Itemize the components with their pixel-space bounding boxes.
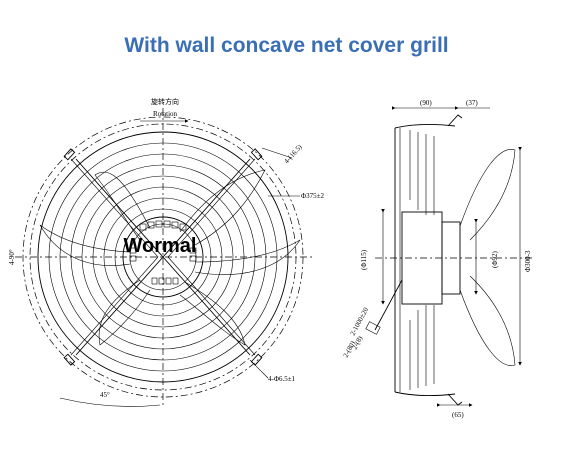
dim-cable-length: 2-1000±20 [349, 306, 371, 337]
blade-top [459, 149, 516, 241]
dim-300: Φ300-3 [524, 250, 532, 272]
slot-dimension: 4-(16.5) [283, 143, 305, 166]
angle-dimension: 4-90° [8, 249, 16, 265]
rotation-label-en: Rotation [153, 110, 178, 118]
fan-blades [39, 169, 301, 346]
dim-65: (65) [452, 411, 464, 419]
side-view: (90) (37) (Φ115) (Φ92) Φ300-3 2-1000±20 … [342, 99, 535, 419]
rotation-label-cn: 旋转方向 [151, 97, 179, 106]
dim-115: (Φ115) [360, 249, 368, 270]
diameter-dimension: Φ375±2 [301, 192, 324, 200]
blade-bottom [459, 275, 516, 366]
side-grill [394, 114, 463, 406]
dim-92: (Φ92) [491, 251, 499, 268]
cable [374, 279, 403, 331]
page-title: With wall concave net cover grill [124, 34, 449, 57]
holes-dimension: 4-Φ6.5±1 [268, 375, 296, 383]
dim-90: (90) [420, 99, 432, 107]
angle45-dimension: 45° [100, 391, 110, 399]
hub-vents [129, 220, 197, 285]
dim-37: (37) [466, 99, 478, 107]
front-view: Wormal 旋转方向 Rotation 4-(16.5) Φ375±2 4-9… [8, 97, 324, 407]
brand-label: Wormal [124, 235, 197, 257]
